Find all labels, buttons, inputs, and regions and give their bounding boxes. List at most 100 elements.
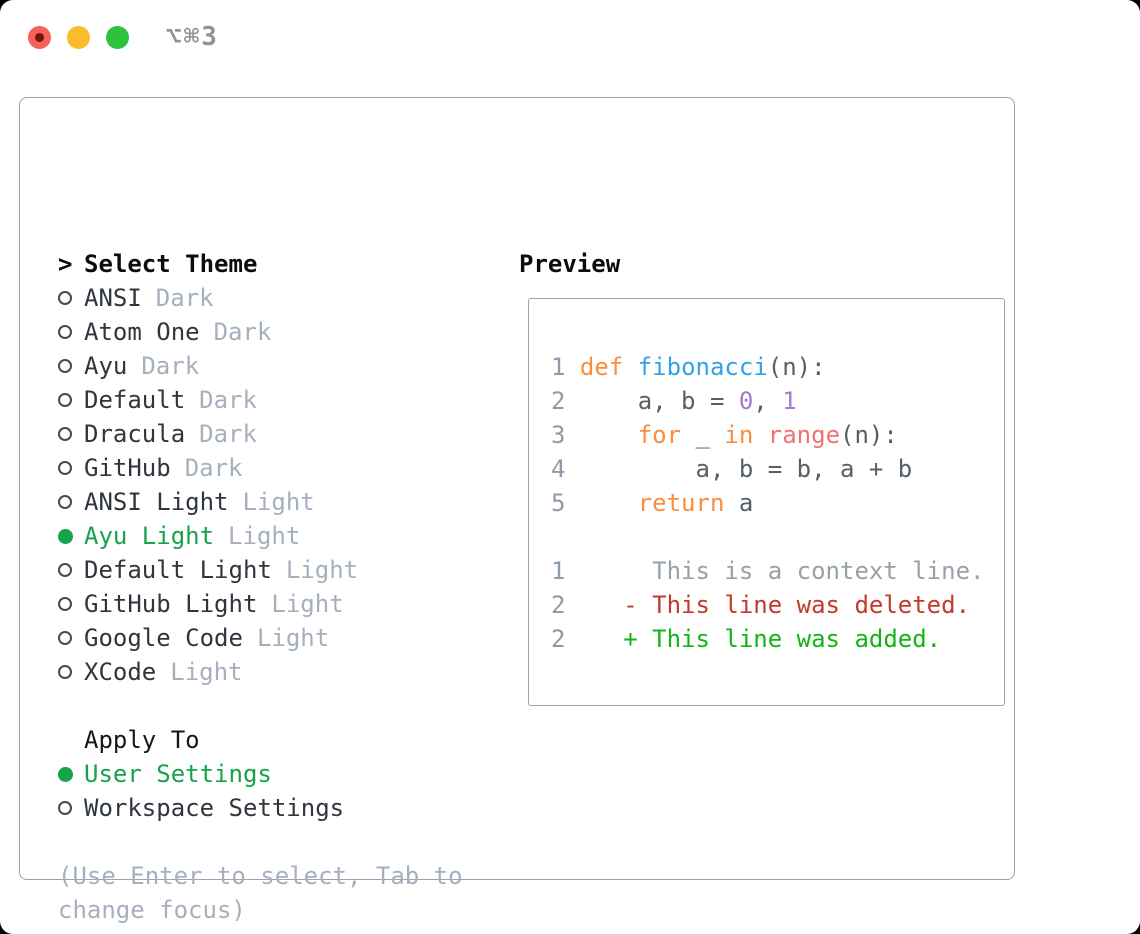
apply-option-label: User Settings	[84, 760, 272, 788]
theme-variant: Dark	[184, 454, 243, 482]
code-token-deleted: - This line was deleted.	[565, 591, 971, 619]
line-number: 2	[551, 625, 566, 653]
code-token-number: 1	[782, 387, 797, 415]
titlebar: ⌥⌘3	[0, 0, 1140, 75]
radio-icon	[58, 665, 72, 679]
theme-name: Google Code	[84, 624, 243, 652]
code-line: 3 for _ in range(n):	[551, 418, 984, 452]
radio-selected-icon	[58, 528, 73, 544]
code-token-builtin: range	[767, 421, 841, 449]
radio-icon	[58, 563, 72, 577]
apply-to-header: Apply To	[84, 726, 200, 754]
theme-name: ANSI Light	[84, 488, 229, 516]
theme-list-title: Select Theme	[84, 250, 258, 278]
theme-variant: Dark	[213, 318, 272, 346]
diff-line: 2 + This line was added.	[551, 622, 984, 656]
code-token-keyword: in	[724, 421, 754, 449]
theme-name: Default	[84, 386, 186, 414]
code-line: 2 a, b = 0, 1	[551, 384, 984, 418]
theme-variant: Dark	[155, 284, 214, 312]
theme-option-default[interactable]: Default Dark	[58, 383, 358, 417]
code-token-added: + This line was added.	[565, 625, 942, 653]
theme-name: Ayu Light	[84, 522, 215, 550]
line-number: 3	[551, 421, 566, 449]
theme-option-ansi-light[interactable]: ANSI Light Light	[58, 485, 358, 519]
radio-selected-icon	[58, 766, 73, 782]
apply-option-user-settings[interactable]: User Settings	[58, 757, 344, 791]
radio-icon	[58, 495, 72, 509]
theme-name: Ayu	[84, 352, 128, 380]
radio-icon	[58, 393, 72, 407]
theme-name: GitHub Light	[84, 590, 258, 618]
radio-icon	[58, 461, 72, 475]
theme-option-github[interactable]: GitHub Dark	[58, 451, 358, 485]
diff-line: 2 - This line was deleted.	[551, 588, 984, 622]
close-button[interactable]	[28, 26, 51, 49]
code-line: 4 a, b = b, a + b	[551, 452, 984, 486]
code-token-default: _	[681, 421, 725, 449]
apply-option-label: Workspace Settings	[84, 794, 345, 822]
radio-icon	[58, 631, 72, 645]
code-line: 5 return a	[551, 486, 984, 520]
prompt-icon: >	[58, 250, 73, 278]
hint-text: (Use Enter to select, Tab to change focu…	[58, 862, 463, 924]
theme-variant: Dark	[199, 420, 257, 448]
code-token-default: (n):	[840, 421, 898, 449]
theme-variant: Dark	[199, 386, 257, 414]
theme-list-header: > Select Theme	[58, 247, 358, 281]
line-number: 4	[551, 455, 566, 483]
theme-option-atom-one[interactable]: Atom One Dark	[58, 315, 358, 349]
code-token-keyword: for	[637, 421, 682, 449]
theme-option-dracula[interactable]: Dracula Dark	[58, 417, 358, 451]
code-token-default	[623, 353, 637, 381]
code-token-keyword: def	[579, 353, 624, 381]
theme-option-ayu[interactable]: Ayu Dark	[58, 349, 358, 383]
theme-variant: Light	[170, 658, 243, 686]
apply-option-workspace-settings[interactable]: Workspace Settings	[58, 791, 344, 825]
theme-option-xcode[interactable]: XCode Light	[58, 655, 358, 689]
theme-variant: Light	[242, 488, 315, 516]
code-token-default: a	[724, 489, 754, 517]
theme-name: XCode	[84, 658, 157, 686]
code-token-default	[753, 421, 767, 449]
line-number: 2	[551, 387, 566, 415]
code-token-context: This is a context line.	[565, 557, 985, 585]
code-token-default	[565, 353, 579, 381]
theme-name: GitHub	[84, 454, 171, 482]
theme-variant: Light	[271, 590, 344, 618]
line-number: 1	[551, 557, 566, 585]
zoom-button[interactable]	[106, 26, 129, 49]
theme-name: Atom One	[84, 318, 200, 346]
theme-option-github-light[interactable]: GitHub Light Light	[58, 587, 358, 621]
code-token-default: (n):	[767, 353, 826, 381]
theme-name: Dracula	[84, 420, 186, 448]
line-number: 5	[551, 489, 566, 517]
diff-line: 1 This is a context line.	[551, 554, 984, 588]
theme-variant: Light	[256, 624, 330, 652]
window-title-shortcut: ⌥⌘3	[166, 22, 219, 52]
code-token-default	[565, 421, 637, 449]
radio-icon	[58, 427, 72, 441]
theme-option-google-code[interactable]: Google Code Light	[58, 621, 358, 655]
theme-variant: Dark	[141, 352, 200, 380]
minimize-button[interactable]	[67, 26, 90, 49]
blank-line	[551, 520, 984, 554]
code-line: 1 def fibonacci(n):	[551, 350, 984, 384]
preview-header: Preview	[519, 250, 621, 278]
radio-icon	[58, 359, 72, 373]
code-token-default: ,	[753, 387, 783, 415]
code-token-number: 0	[738, 387, 754, 415]
theme-name: Default Light	[84, 556, 272, 584]
code-token-default: a, b = b, a + b	[565, 455, 913, 483]
radio-icon	[58, 597, 72, 611]
radio-icon	[58, 801, 72, 815]
